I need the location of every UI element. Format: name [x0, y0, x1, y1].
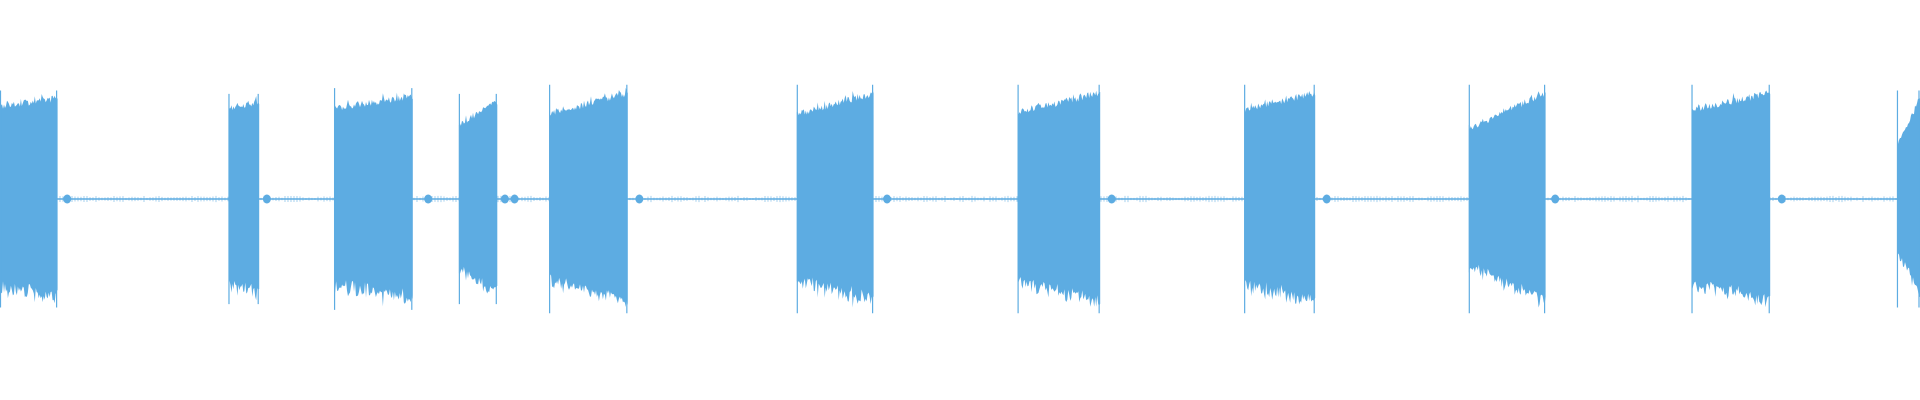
waveform-burst [1897, 98, 1920, 298]
waveform-burst [549, 87, 628, 307]
waveform-blip [63, 194, 72, 204]
waveform-burst [1468, 91, 1546, 308]
waveform-blip [500, 194, 509, 204]
waveform-blip [262, 194, 271, 204]
waveform-burst [458, 101, 498, 294]
waveform-blip [883, 194, 892, 204]
waveform-burst [228, 96, 260, 301]
waveform-burst [1244, 91, 1316, 305]
waveform-burst [1017, 90, 1101, 307]
waveform-blip [1551, 194, 1560, 204]
waveform-burst [796, 91, 874, 308]
waveform-blip [635, 194, 644, 204]
waveform-blip [510, 194, 519, 204]
waveform-burst [0, 94, 58, 304]
waveform-blip [1777, 194, 1786, 204]
waveform-blip [424, 194, 433, 204]
waveform-bursts [0, 84, 1920, 314]
waveform-blip [1322, 194, 1331, 204]
waveform-baseline [0, 195, 1920, 203]
waveform-blip [1107, 194, 1116, 204]
waveform-burst [1691, 90, 1771, 308]
waveform-burst [334, 92, 413, 307]
waveform-blips [63, 194, 1786, 204]
